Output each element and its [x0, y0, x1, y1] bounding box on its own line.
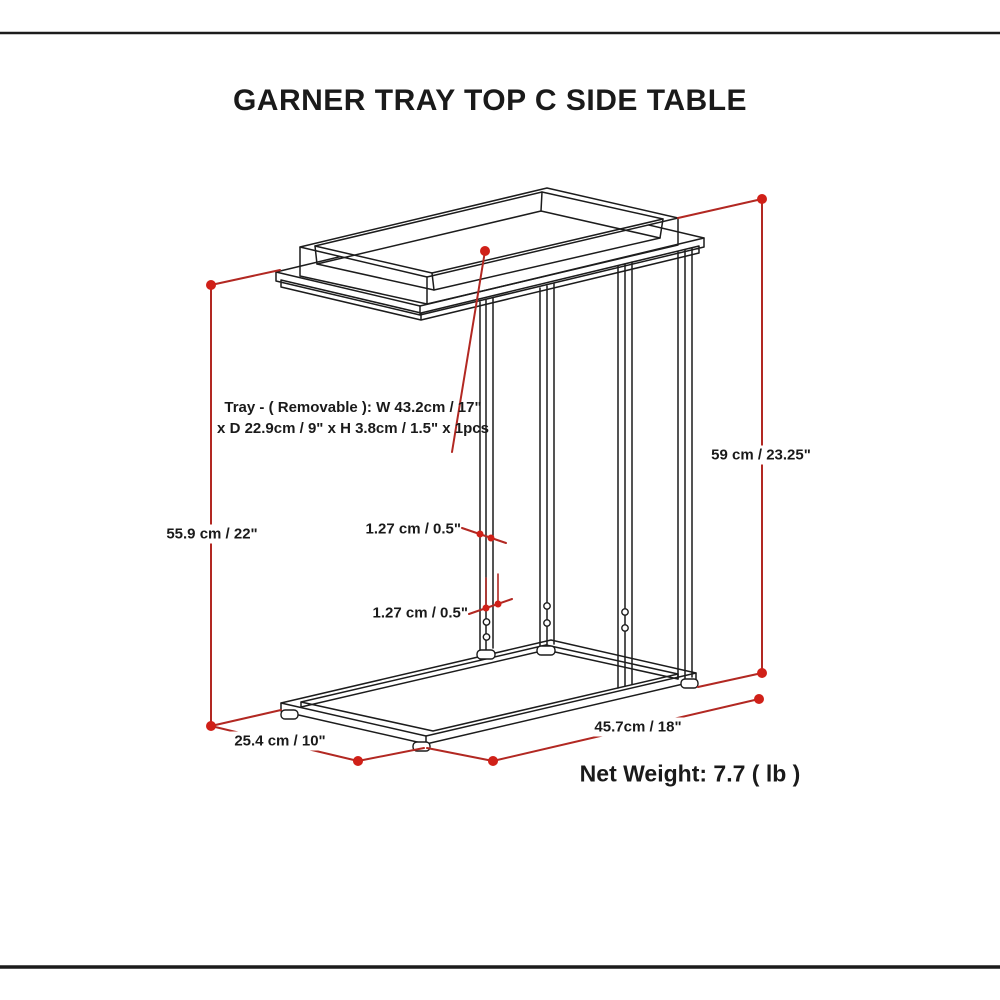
- legs-drawing: [479, 247, 693, 689]
- tray-drawing: [299, 187, 679, 305]
- base-depth-label: 25.4 cm / 10": [229, 731, 331, 751]
- tray-spec-line2: x D 22.9cm / 9" x H 3.8cm / 1.5" x 1pcs: [217, 420, 489, 437]
- tube-width-lower-label: 1.27 cm / 0.5": [372, 604, 468, 622]
- tube-width-upper-label: 1.27 cm / 0.5": [365, 520, 461, 538]
- tray-spec-label: Tray - ( Removable ): W 43.2cm / 17" x D…: [217, 397, 489, 439]
- screw-holes: [482, 602, 629, 641]
- dimension-lines: [210, 198, 763, 762]
- table-feet: [280, 645, 699, 752]
- height-left-label: 55.9 cm / 22": [161, 524, 263, 544]
- tray-spec-line1: Tray - ( Removable ): W 43.2cm / 17": [224, 399, 482, 416]
- page-title: GARNER TRAY TOP C SIDE TABLE: [232, 84, 748, 117]
- base-width-label: 45.7cm / 18": [589, 717, 687, 737]
- height-right-label: 59 cm / 23.25": [706, 445, 816, 465]
- net-weight-label: Net Weight: 7.7 ( lb ): [579, 760, 801, 787]
- dimension-dots: [206, 194, 767, 766]
